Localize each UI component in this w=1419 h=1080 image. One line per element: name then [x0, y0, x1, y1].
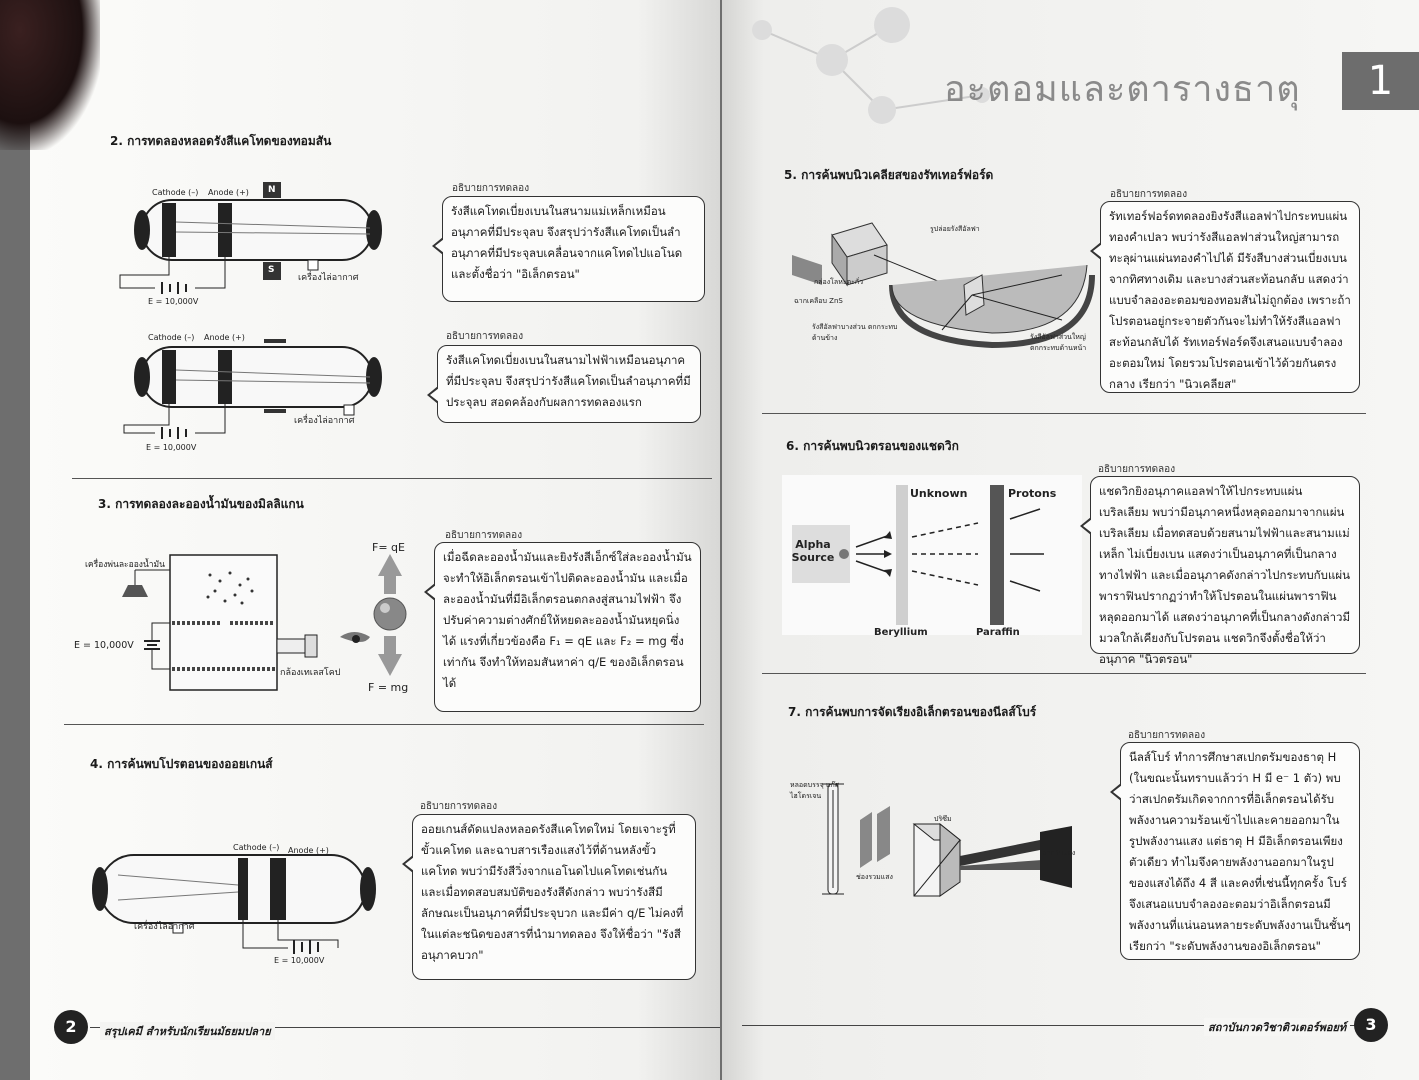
hydrogen-tube-label: หลอดบรรจุ แก๊สไฮโดรเจน	[790, 781, 839, 800]
slit-label: ช่องรวมแสง	[856, 873, 893, 881]
section-7-title: 7. การค้นพบการจัดเรียงอิเล็กตรอนของนีลส์…	[788, 705, 1037, 719]
sec2-caption-2: อธิบายการทดลอง	[446, 331, 524, 342]
section-3-title: 3. การทดลองละอองน้ำมันของมิลลิแกน	[98, 497, 304, 511]
lead-box-label: กล่องโลหะตะกั่ว	[814, 278, 864, 286]
front-alpha-label: รังสีอัลฟาส่วนใหญ่ ตกกระทบด้านหน้า	[1030, 333, 1087, 352]
chapter-title: อะตอมและตารางธาตุ	[944, 69, 1301, 110]
section-4-title: 4. การค้นพบโปรตอนของออยเกนส์	[90, 757, 273, 771]
sec3-callout: เมื่อฉีดละอองน้ำมันและยิงรังสีเอ็กซ์ใส่ล…	[424, 542, 701, 712]
molecule-decoration	[752, 7, 990, 124]
side-alpha-label: รังสีอัลฟาบางส่วน ตกกระทบด้านข้าง	[812, 323, 898, 342]
paraffin-label: Paraffin	[976, 627, 1020, 638]
alpha-source-hole-label: รูปล่อยรังสีอัลฟา	[930, 225, 980, 233]
section-5-title: 5. การค้นพบนิวเคลียสของรัทเทอร์ฟอร์ด	[784, 168, 994, 182]
sec6-caption: อธิบายการทดลอง	[1098, 464, 1176, 475]
left-page: 2. การทดลองหลอดรังสีแคโทดของทอมสัน Catho…	[30, 0, 720, 1080]
footer-line-right	[742, 1025, 1362, 1026]
rutherford-gold-foil-diagram	[792, 222, 1095, 349]
divider-1	[72, 478, 712, 479]
sec5-callout: รัทเทอร์ฟอร์ดทดลองยิงรังสีแอลฟาไปกระทบแผ…	[1090, 201, 1360, 393]
sec5-caption: อธิบายการทดลอง	[1110, 189, 1188, 200]
force-diagram	[373, 554, 407, 676]
anode-label-3: Anode (+)	[288, 846, 329, 855]
page-number-left: 2	[54, 1010, 88, 1044]
vacuum-pump-label-2: เครื่องไล่อากาศ	[294, 416, 355, 426]
footer-line-left	[90, 1027, 720, 1028]
goldstein-tube-diagram	[92, 854, 376, 954]
section-6-title: 6. การค้นพบนิวตรอนของแชดวิก	[786, 439, 959, 453]
alpha-source-label: Alpha Source	[791, 538, 835, 564]
voltage-label: E = 10,000V	[148, 297, 199, 306]
sec4-caption: อธิบายการทดลอง	[420, 801, 498, 812]
footer-text-left: สรุปเคมี สำหรับนักเรียนมัธยมปลาย	[100, 1022, 275, 1040]
millikan-oil-drop-diagram	[122, 554, 370, 691]
vacuum-pump-label: เครื่องไล่อากาศ	[298, 273, 359, 283]
sec4-callout: ออยเกนส์ดัดแปลงหลอดรังสีแคโทดใหม่ โดยเจา…	[402, 814, 696, 980]
thomson-tube-magnetic-diagram	[119, 182, 382, 294]
chapter-number: 1	[1342, 52, 1419, 110]
force-qe-label: F= qE	[372, 541, 405, 554]
sec2-callout-2: รังสีแคโทดเบี่ยงเบนในสนามไฟฟ้าเหมือนอนุภ…	[427, 345, 701, 423]
voltage-label-2: E = 10,000V	[146, 443, 197, 452]
page-number-right: 3	[1354, 1008, 1388, 1042]
cathode-label-2: Cathode (–)	[148, 333, 195, 342]
footer-text-right: สถาบันกวดวิชาติวเตอร์พอยท์	[1204, 1018, 1351, 1036]
voltage-label-3: E = 10,000V	[74, 640, 134, 651]
s-pole-label: S	[268, 265, 275, 275]
vacuum-pump-label-3: เครื่องไล่อากาศ	[134, 922, 195, 932]
cathode-label: Cathode (–)	[152, 188, 199, 197]
thomson-tube-electric-diagram	[123, 339, 382, 439]
telescope-label: กล้องเทเลสโคป	[280, 668, 341, 678]
sec7-caption: อธิบายการทดลอง	[1128, 730, 1206, 741]
zns-screen-label: ฉากเคลือบ ZnS	[794, 297, 843, 305]
sec2-callout-1: รังสีแคโทดเบี่ยงเบนในสนามแม่เหล็กเหมือนอ…	[432, 196, 705, 302]
sec3-caption: อธิบายการทดลอง	[445, 530, 523, 541]
beryllium-label: Beryllium	[874, 627, 928, 638]
divider-2	[64, 724, 704, 725]
anode-label: Anode (+)	[208, 188, 249, 197]
sec6-callout: แชดวิกยิงอนุภาคแอลฟาให้ไปกระทบแผ่นเบริลเ…	[1080, 476, 1360, 666]
divider-3	[762, 413, 1366, 414]
anode-label-2: Anode (+)	[204, 333, 245, 342]
sec7-callout: นีลส์โบร์ ทำการศึกษาสเปกตรัมของธาตุ H (ใ…	[1110, 742, 1360, 960]
prism-label: ปริซึม	[934, 815, 952, 823]
bohr-spectrum-diagram	[822, 783, 1072, 897]
cathode-label-3: Cathode (–)	[233, 843, 280, 852]
unknown-label: Unknown	[910, 487, 968, 500]
voltage-label-4: E = 10,000V	[274, 956, 325, 965]
chadwick-neutron-diagram	[782, 475, 1082, 635]
divider-4	[762, 673, 1366, 674]
n-pole-label: N	[268, 185, 276, 195]
sec2-caption-1: อธิบายการทดลอง	[452, 183, 530, 194]
right-page: อะตอมและตารางธาตุ 1 5. การค้นพบนิวเคลียส…	[722, 0, 1419, 1080]
oil-sprayer-label: เครื่องพ่นละอองน้ำมัน	[85, 560, 165, 570]
section-2-title: 2. การทดลองหลอดรังสีแคโทดของทอมสัน	[110, 134, 332, 148]
protons-label: Protons	[1008, 487, 1057, 500]
force-mg-label: F = mg	[368, 681, 409, 694]
screen-label: ฉากรับแสง	[1042, 849, 1076, 857]
corner-shadow	[0, 0, 100, 150]
